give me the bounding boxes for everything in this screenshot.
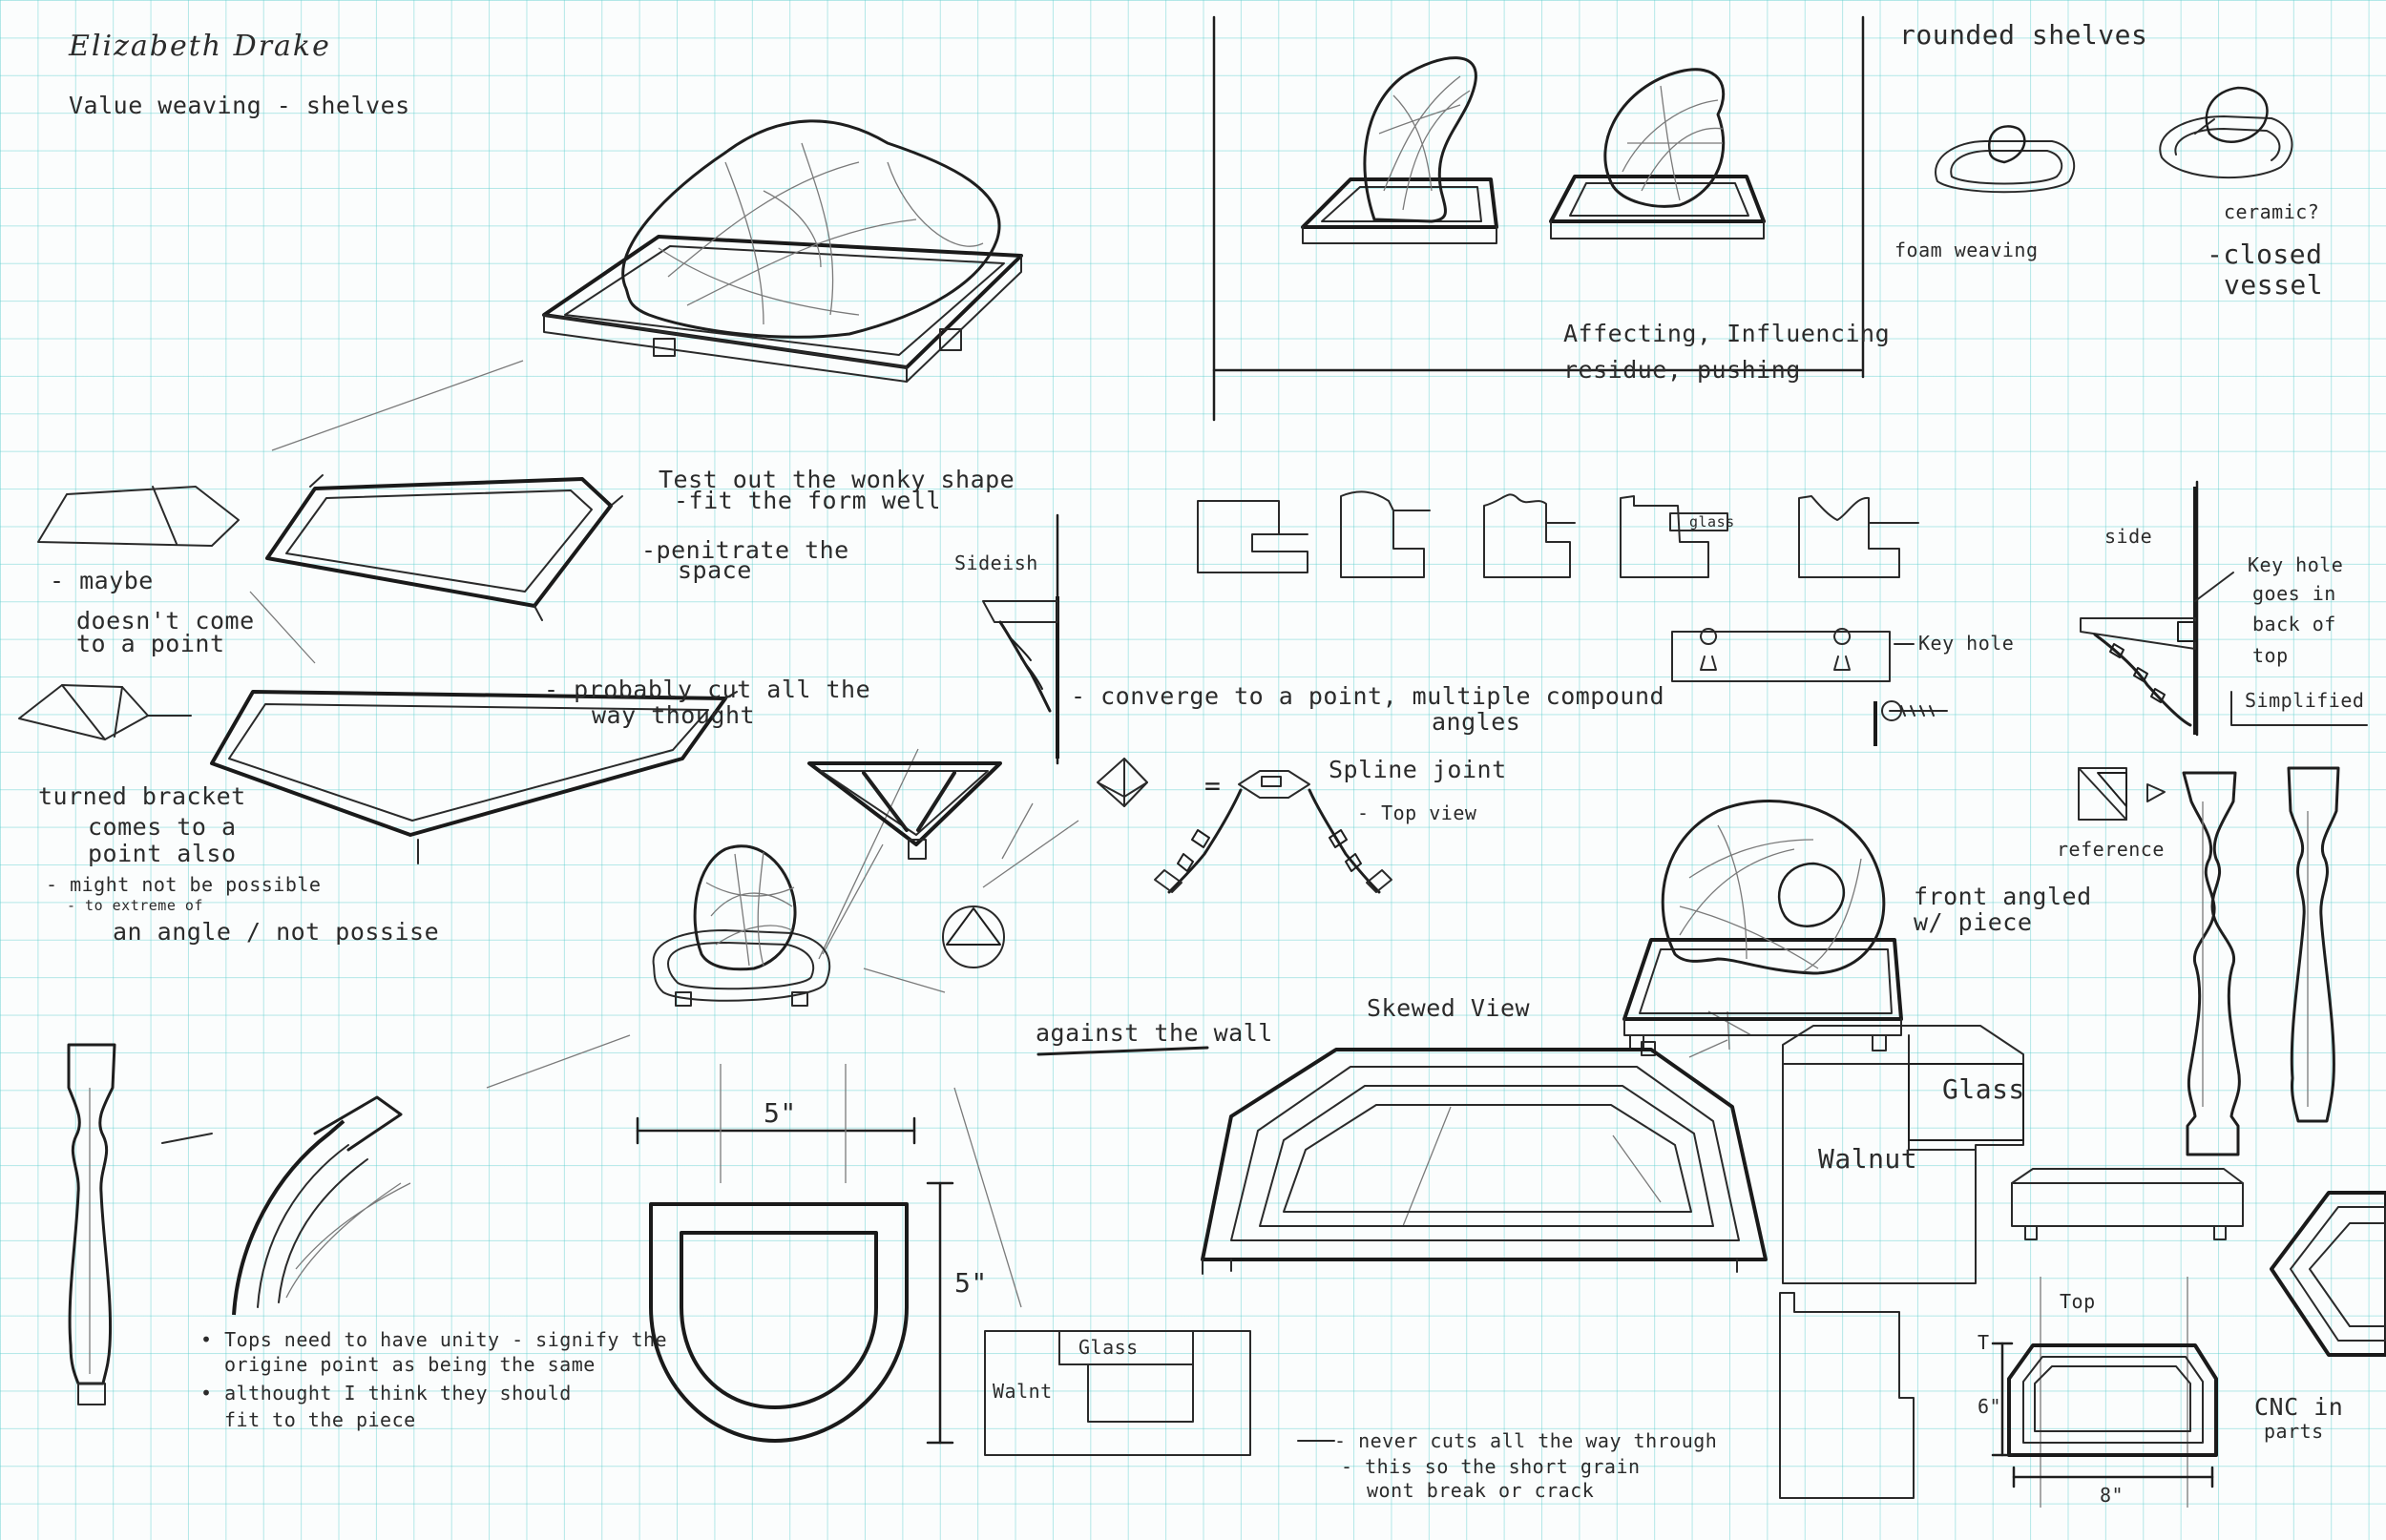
note-goes-in: goes in bbox=[2252, 582, 2336, 605]
divider-lines bbox=[1056, 15, 2199, 765]
sideish-bracket bbox=[982, 596, 1059, 759]
label-glass-right: Glass bbox=[1942, 1073, 2025, 1105]
note-converge: - converge to a point, multiple compound bbox=[1071, 682, 1665, 710]
label-side: side bbox=[2104, 525, 2153, 548]
spindle-2 bbox=[2287, 766, 2340, 1123]
spindle-left bbox=[67, 1043, 116, 1405]
label-spline-joint: Spline joint bbox=[1329, 756, 1507, 783]
label-top: Top bbox=[2060, 1290, 2096, 1313]
note-against-wall: against the wall bbox=[1036, 1019, 1273, 1047]
dimension-height-5in: 5" bbox=[954, 1267, 988, 1299]
circle-triangle-icon bbox=[942, 905, 1005, 968]
svg-text:=: = bbox=[1204, 770, 1221, 801]
note-key-hole: Key hole bbox=[2248, 553, 2344, 576]
label-top-view: - Top view bbox=[1357, 801, 1477, 824]
label-simplified: Simplified bbox=[2245, 689, 2365, 712]
shell-sculpture-sketch bbox=[1622, 800, 1903, 1056]
note-doesnt-come: doesn't come bbox=[76, 607, 255, 635]
label-sideish: Sideish bbox=[954, 551, 1038, 574]
triangle-bracket bbox=[807, 761, 1002, 860]
wonky-weaving-sketch bbox=[542, 119, 1023, 383]
note-affecting: Affecting, Influencing bbox=[1563, 320, 1891, 347]
note-fit-piece: fit to the piece bbox=[224, 1408, 416, 1431]
note-origin-point: origine point as being the same bbox=[224, 1353, 596, 1376]
note-fit-form: -fit the form well bbox=[674, 487, 941, 514]
note-ceramic: ceramic? bbox=[2224, 200, 2320, 223]
curved-bracket bbox=[161, 1095, 411, 1316]
note-closed: -closed bbox=[2207, 239, 2323, 270]
note-maybe: - maybe bbox=[50, 567, 154, 594]
note-rounded-shelves: rounded shelves bbox=[1899, 19, 2148, 51]
egg-sculpture-sketch bbox=[652, 844, 831, 1007]
note-might-not: - might not be possible bbox=[46, 873, 322, 896]
label-walnut-bottom: Walnt bbox=[993, 1380, 1053, 1403]
note-vessel: vessel bbox=[2224, 269, 2324, 301]
dimension-6in: 6" bbox=[1978, 1395, 2002, 1418]
dimension-8in: 8" bbox=[2100, 1484, 2124, 1507]
spline-joint-top-view: = bbox=[1097, 758, 1392, 894]
note-pointers bbox=[1268, 770, 1335, 1442]
side-bracket-right bbox=[2080, 487, 2368, 735]
frame-partial-right bbox=[2270, 1191, 2386, 1357]
spindle-1 bbox=[2182, 771, 2241, 1156]
label-t: T bbox=[1978, 1331, 1990, 1354]
construction-lines bbox=[249, 360, 1752, 1308]
note-back-of: back of bbox=[2252, 613, 2336, 635]
artist-signature: Elizabeth Drake bbox=[69, 30, 331, 63]
label-skewed-view: Skewed View bbox=[1367, 994, 1531, 1022]
note-turned-bracket: turned bracket bbox=[38, 782, 246, 810]
note-tops-unity: • Tops need to have unity - signify the bbox=[200, 1328, 668, 1351]
note-with-piece: w/ piece bbox=[1914, 908, 2033, 936]
shelf-slab bbox=[2011, 1168, 2244, 1240]
stepped-profile bbox=[1779, 1292, 1915, 1499]
note-cut-through: - probably cut all the bbox=[544, 676, 871, 703]
walnut-glass-profile-right bbox=[1782, 1025, 2024, 1284]
label-reference: reference bbox=[2057, 838, 2165, 861]
top-view-frame bbox=[1991, 1277, 2218, 1508]
note-cnc-in: CNC in bbox=[2254, 1393, 2344, 1421]
label-glass-small: glass bbox=[1689, 513, 1735, 531]
note-top: top bbox=[2252, 644, 2289, 667]
note-never-cuts: - never cuts all the way through bbox=[1334, 1429, 1718, 1452]
note-space: space bbox=[678, 556, 752, 584]
label-glass-bottom: Glass bbox=[1078, 1336, 1139, 1359]
note-residue: residue, pushing bbox=[1563, 356, 1801, 384]
edge-profiles bbox=[1197, 490, 1919, 578]
note-comes-to: comes to a bbox=[88, 813, 237, 841]
rounded-shelves-sketch bbox=[1935, 86, 2293, 194]
two-sculptures-sketch bbox=[1301, 56, 1766, 244]
walnut-glass-profile-bottom bbox=[984, 1330, 1251, 1456]
note-parts: parts bbox=[2264, 1420, 2324, 1443]
note-penetrate: -penitrate the bbox=[641, 536, 849, 564]
keyhole-plate bbox=[1671, 628, 1948, 746]
note-short-grain: - this so the short grain bbox=[1341, 1455, 1641, 1478]
note-test-wonky: Test out the wonky shape bbox=[659, 466, 1015, 493]
note-angle-not: an angle / not possise bbox=[113, 918, 440, 946]
note-point-also: point also bbox=[88, 840, 237, 867]
label-walnut-right: Walnut bbox=[1818, 1143, 1918, 1175]
note-although: • althought I think they should bbox=[200, 1382, 572, 1405]
note-angles: angles bbox=[1432, 708, 1521, 736]
wonky-shapes-left bbox=[18, 474, 738, 864]
note-extreme: - to extreme of bbox=[67, 897, 203, 914]
note-foam-weaving: foam weaving bbox=[1894, 239, 2039, 261]
note-way-thought: way thought bbox=[592, 701, 756, 729]
reference-diagram bbox=[2078, 767, 2166, 821]
dimension-width-5in: 5" bbox=[764, 1097, 797, 1129]
label-key-hole: Key hole bbox=[1918, 632, 2015, 655]
note-to-a-point: to a point bbox=[76, 630, 225, 657]
sheet-title: Value weaving - shelves bbox=[69, 92, 410, 119]
note-front-angled: front angled bbox=[1914, 883, 2092, 910]
note-wont-break: wont break or crack bbox=[1367, 1479, 1595, 1502]
skewed-view-frame bbox=[1036, 1046, 1768, 1275]
d-ring-dimension bbox=[636, 1064, 954, 1445]
